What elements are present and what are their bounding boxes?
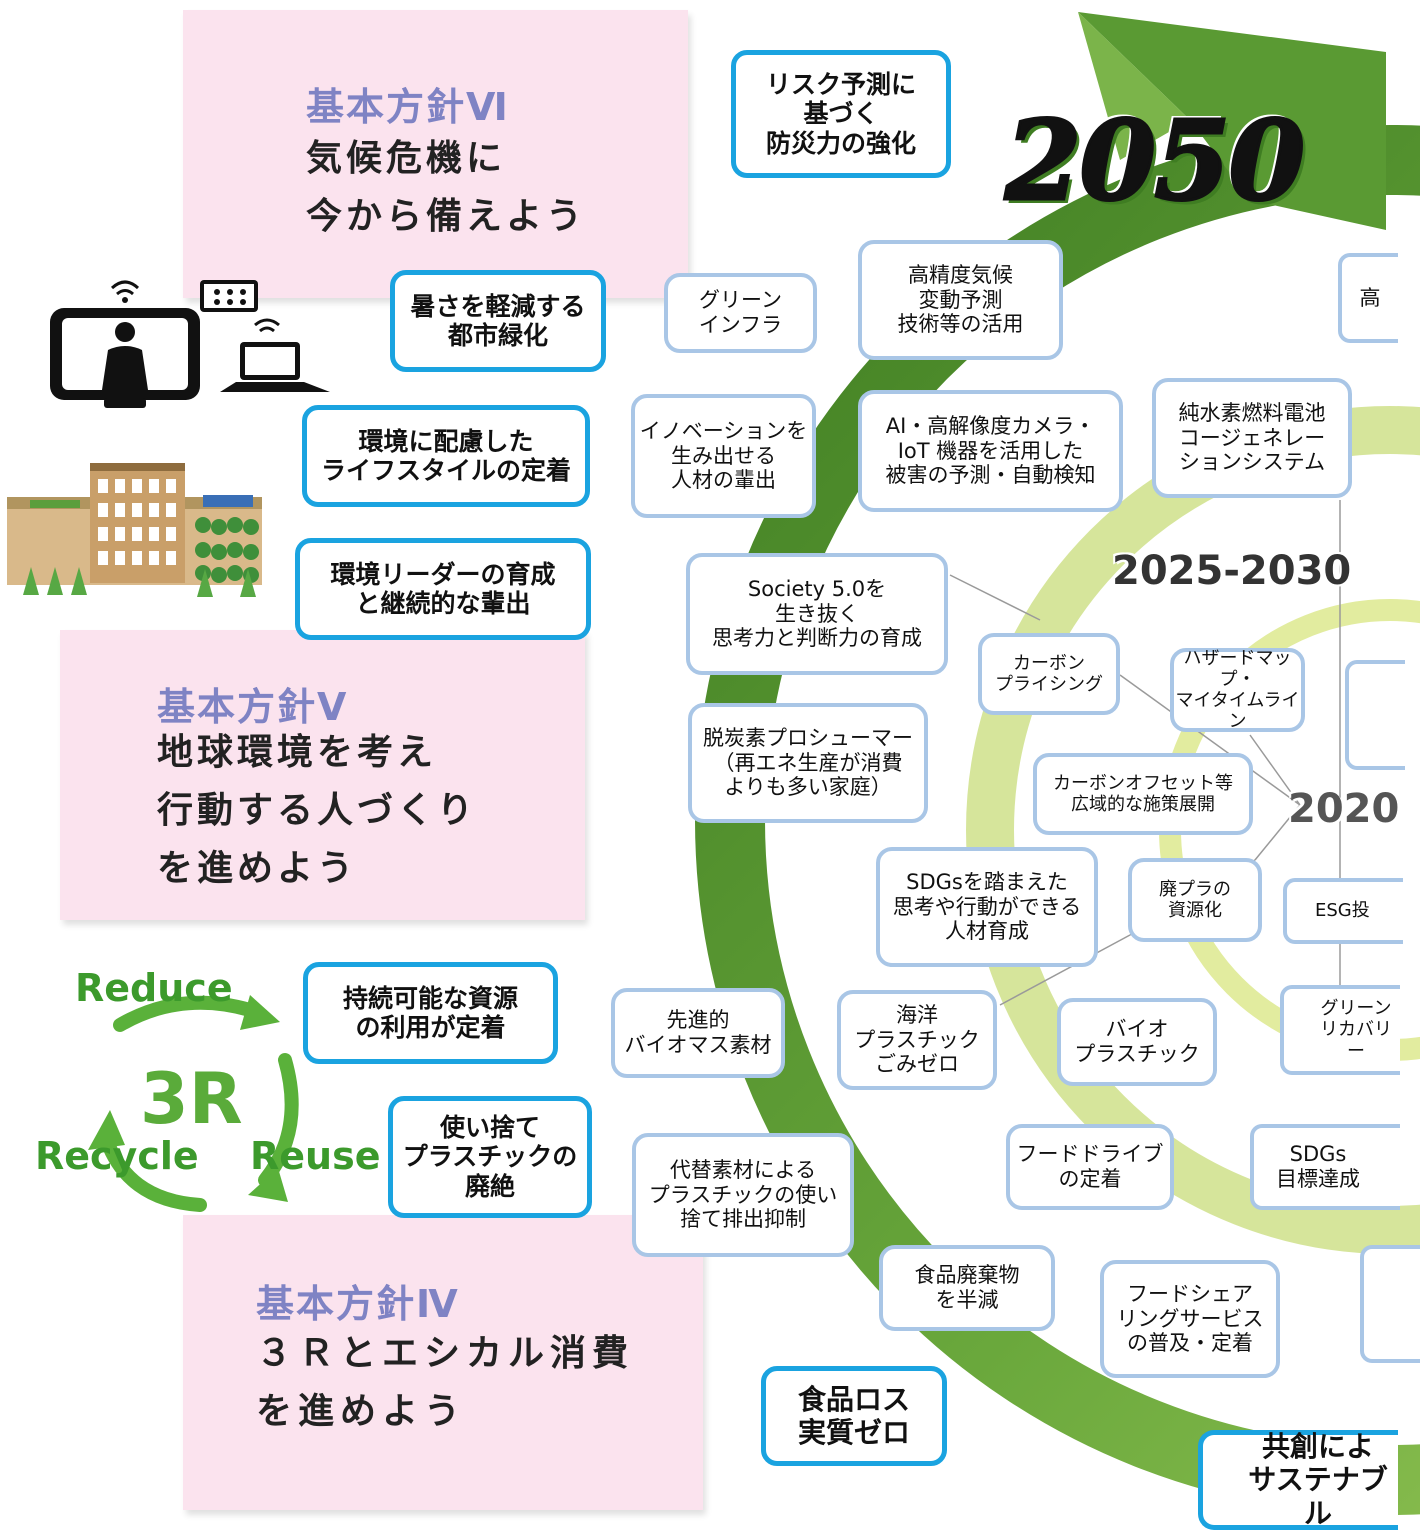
measure-food-waste-half: 食品廃棄物 を半減	[879, 1245, 1055, 1331]
goal-plastic-abolition: 使い捨て プラスチックの 廃絶	[388, 1096, 592, 1218]
recycle-label: Recycle	[35, 1134, 199, 1178]
measure-food-sharing: フードシェア リングサービス の普及・定着	[1100, 1260, 1280, 1378]
measure-partial-mid	[1345, 660, 1405, 770]
measure-sdgs-talent: SDGsを踏まえた 思考や行動ができる 人材育成	[876, 847, 1098, 967]
middle-cycle-ring	[966, 406, 1420, 1254]
3r-cycle-icon	[88, 995, 299, 1212]
building-icon	[7, 463, 262, 597]
policy-iv-body: ３Ｒとエシカル消費 を進めよう	[256, 1333, 635, 1432]
measure-innovation-talent: イノベーションを 生み出せる 人材の輩出	[631, 394, 816, 518]
policy-vi-heading: 基本方針Ⅵ	[306, 85, 510, 129]
measure-green-recovery: グリーン リカバリー	[1280, 985, 1400, 1075]
measure-ai-detection: AI・高解像度カメラ・ IoT 機器を活用した 被害の予測・自動検知	[858, 390, 1123, 512]
reuse-label: Reuse	[250, 1134, 381, 1178]
telework-icon	[50, 280, 330, 408]
measure-society5: Society 5.0を 生き抜く 思考力と判断力の育成	[686, 553, 948, 675]
measure-esg-investment: ESG投	[1283, 878, 1403, 944]
measure-substitute-material: 代替素材による プラスチックの使い 捨て排出抑制	[632, 1133, 854, 1257]
measure-climate-forecast: 高精度気候 変動予測 技術等の活用	[858, 240, 1063, 360]
policy-note-iv: 基本方針Ⅳ ３Ｒとエシカル消費 を進めよう	[183, 1215, 703, 1510]
year-2020-label: 2020	[1288, 786, 1400, 832]
measure-partial-top: 高	[1338, 253, 1398, 343]
goal-sustainable-resource: 持続可能な資源 の利用が定着	[303, 962, 558, 1064]
measure-ocean-plastic-zero: 海洋 プラスチック ごみゼロ	[837, 990, 997, 1090]
measure-partial-bottom	[1360, 1245, 1420, 1363]
measure-prosumer: 脱炭素プロシューマー （再エネ生産が消費 よりも多い家庭）	[688, 703, 928, 823]
goal-env-leader: 環境リーダーの育成 と継続的な輩出	[295, 538, 591, 640]
measure-food-drive: フードドライブ の定着	[1006, 1124, 1174, 1210]
measure-advanced-biomass: 先進的 バイオマス素材	[611, 988, 785, 1078]
goal-food-loss-zero: 食品ロス 実質ゼロ	[761, 1366, 947, 1466]
diagram-stage: 2050 2025-2030 2020 基本方針Ⅵ 気候危機に 今から備えよう …	[7, 10, 1420, 1530]
goal-risk-prediction: リスク予測に 基づく 防災力の強化	[731, 50, 951, 178]
year-2050-label: 2050	[1003, 95, 1306, 227]
policy-iv-heading: 基本方針Ⅳ	[256, 1282, 460, 1326]
year-2025-2030-label: 2025-2030	[1112, 548, 1352, 594]
measure-hazard-map: ハザードマップ・ マイタイムライン	[1170, 648, 1305, 732]
measure-carbon-pricing: カーボン プライシング	[978, 633, 1120, 715]
measure-bio-plastic: バイオ プラスチック	[1057, 998, 1217, 1086]
3r-title: 3R	[140, 1058, 243, 1140]
goal-heat-greening: 暑さを軽減する 都市緑化	[390, 270, 606, 372]
measure-green-infra: グリーン インフラ	[664, 273, 817, 353]
policy-note-vi: 基本方針Ⅵ 気候危機に 今から備えよう	[183, 10, 688, 298]
goal-co-creation: 共創によ サステナブル	[1198, 1430, 1398, 1530]
cycle-arrowhead	[1078, 12, 1386, 230]
measure-carbon-offset: カーボンオフセット等 広域的な施策展開	[1033, 753, 1253, 835]
policy-note-v: 基本方針Ⅴ 地球環境を考え 行動する人づくり を進めよう	[60, 630, 585, 920]
policy-vi-body: 気候危機に 今から備えよう	[306, 138, 587, 237]
reduce-label: Reduce	[75, 966, 233, 1010]
measure-sdgs-goal: SDGs 目標達成	[1250, 1124, 1400, 1210]
policy-v-heading: 基本方針Ⅴ	[157, 685, 349, 729]
policy-v-body: 地球環境を考え 行動する人づくり を進めよう	[157, 732, 478, 889]
measure-hydrogen-fuel-cell: 純水素燃料電池 コージェネレー ションシステム	[1152, 378, 1352, 498]
goal-eco-lifestyle: 環境に配慮した ライフスタイルの定着	[302, 405, 590, 507]
measure-waste-plastic: 廃プラの 資源化	[1128, 858, 1262, 942]
